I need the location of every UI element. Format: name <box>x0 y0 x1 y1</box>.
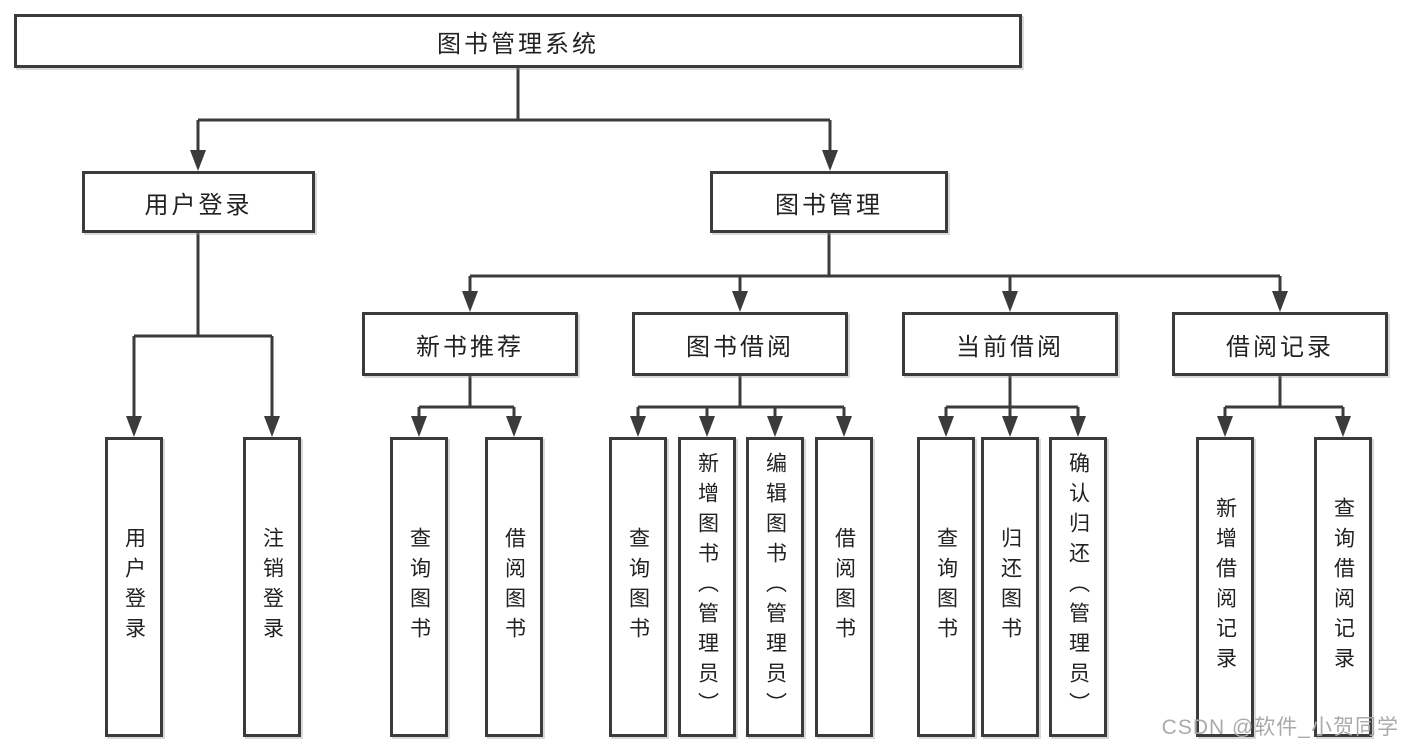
leaf-confirm-return-admin: 确认归还（管理员） <box>1049 437 1107 737</box>
node-user-login-label: 用户登录 <box>144 191 253 219</box>
arrow-down-icon <box>836 416 852 437</box>
node-borrowing-records-label: 借阅记录 <box>1226 333 1334 361</box>
leaf-query-books-recommend-label: 查询图书 <box>407 527 431 647</box>
arrowheads <box>126 150 1351 437</box>
node-current-borrowing-label: 当前借阅 <box>956 333 1064 361</box>
arrow-down-icon <box>699 416 715 437</box>
arrow-down-icon <box>411 416 427 437</box>
arrow-down-icon <box>1002 291 1018 312</box>
leaf-borrow-books: 借阅图书 <box>815 437 873 737</box>
arrow-down-icon <box>126 416 142 437</box>
arrow-down-icon <box>767 416 783 437</box>
arrow-down-icon <box>1335 416 1351 437</box>
leaf-query-books-recommend: 查询图书 <box>390 437 448 737</box>
leaf-add-borrow-record: 新增借阅记录 <box>1196 437 1254 737</box>
node-new-book-recommend-label: 新书推荐 <box>416 333 524 361</box>
arrow-down-icon <box>630 416 646 437</box>
arrow-down-icon <box>462 291 478 312</box>
arrow-down-icon <box>506 416 522 437</box>
leaf-borrow-books-recommend: 借阅图书 <box>485 437 543 737</box>
leaf-query-books-borrowing-label: 查询图书 <box>626 527 650 647</box>
watermark: CSDN @软件_小贺同学 <box>1161 716 1399 739</box>
leaf-add-borrow-record-label: 新增借阅记录 <box>1213 497 1237 677</box>
leaf-return-books-label: 归还图书 <box>998 527 1022 647</box>
leaf-logout: 注销登录 <box>243 437 301 737</box>
leaf-edit-books-admin: 编辑图书（管理员） <box>746 437 804 737</box>
leaf-query-borrow-record-label: 查询借阅记录 <box>1331 497 1355 677</box>
leaf-logout-label: 注销登录 <box>260 527 284 647</box>
arrow-down-icon <box>938 416 954 437</box>
connector-line <box>132 68 1345 418</box>
leaf-query-books-current: 查询图书 <box>917 437 975 737</box>
arrow-down-icon <box>1217 416 1233 437</box>
arrow-down-icon <box>264 416 280 437</box>
leaf-query-books-current-label: 查询图书 <box>934 527 958 647</box>
arrow-down-icon <box>1070 416 1086 437</box>
leaf-return-books: 归还图书 <box>981 437 1039 737</box>
arrow-down-icon <box>1002 416 1018 437</box>
arrow-down-icon <box>732 291 748 312</box>
node-borrowing-records: 借阅记录 <box>1172 312 1388 376</box>
node-book-borrowing-label: 图书借阅 <box>686 333 794 361</box>
arrow-down-icon <box>1272 291 1288 312</box>
leaf-user-login-label: 用户登录 <box>122 527 146 647</box>
node-current-borrowing: 当前借阅 <box>902 312 1118 376</box>
leaf-add-books-admin: 新增图书（管理员） <box>678 437 736 737</box>
node-book-management-label: 图书管理 <box>775 191 883 219</box>
leaf-borrow-books-recommend-label: 借阅图书 <box>502 527 526 647</box>
leaf-edit-books-admin-label: 编辑图书（管理员） <box>763 452 787 722</box>
leaf-confirm-return-admin-label: 确认归还（管理员） <box>1066 452 1090 722</box>
node-new-book-recommend: 新书推荐 <box>362 312 578 376</box>
leaf-user-login: 用户登录 <box>105 437 163 737</box>
node-book-management: 图书管理 <box>710 171 948 233</box>
node-book-borrowing: 图书借阅 <box>632 312 848 376</box>
leaf-add-books-admin-label: 新增图书（管理员） <box>695 452 719 722</box>
arrow-down-icon <box>822 150 838 171</box>
arrow-down-icon <box>190 150 206 171</box>
leaf-borrow-books-label: 借阅图书 <box>832 527 856 647</box>
leaf-query-books-borrowing: 查询图书 <box>609 437 667 737</box>
node-root-label: 图书管理系统 <box>437 30 599 58</box>
node-root: 图书管理系统 <box>14 14 1022 68</box>
node-user-login: 用户登录 <box>82 171 315 233</box>
leaf-query-borrow-record: 查询借阅记录 <box>1314 437 1372 737</box>
